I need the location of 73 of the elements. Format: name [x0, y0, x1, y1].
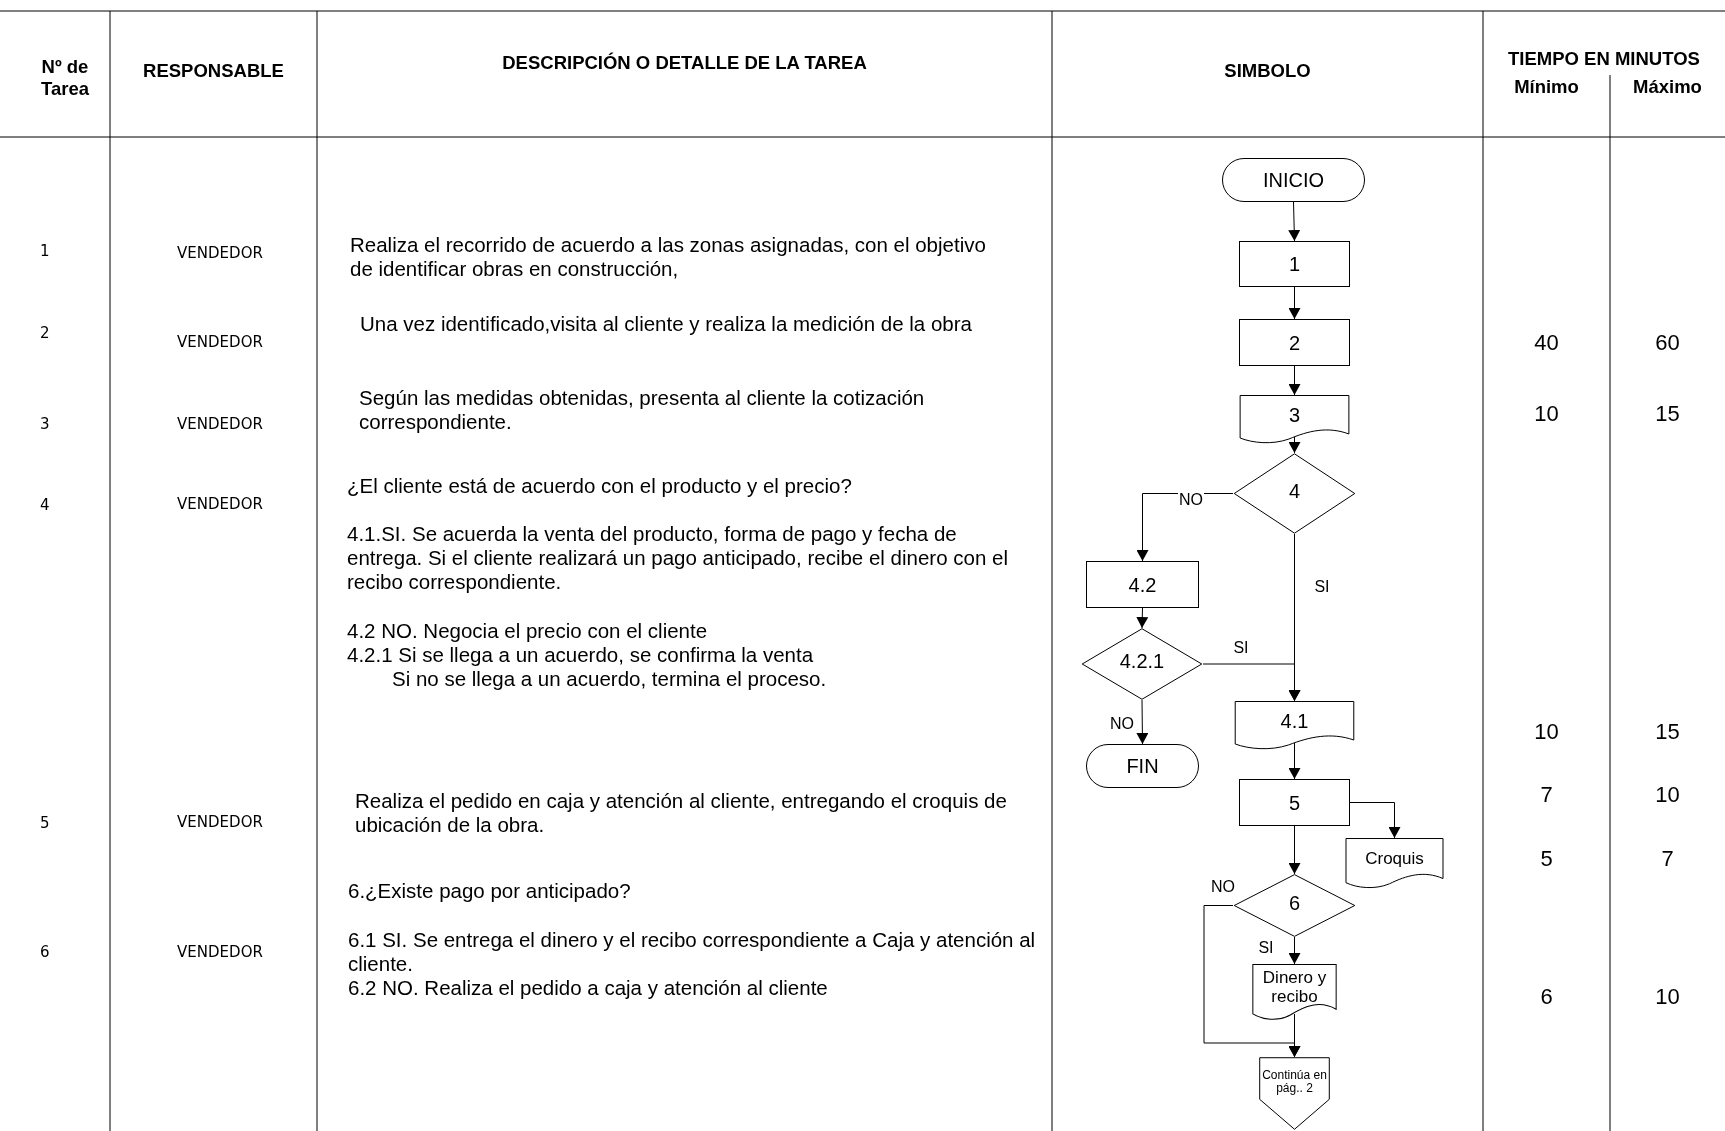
table-text: VENDEDOR: [176, 944, 264, 962]
column-header: RESPONSABLE: [142, 60, 285, 83]
arrow: [1288, 365, 1301, 396]
table-text: 1: [40, 243, 51, 261]
decision-diamond: 4.2.1: [1081, 628, 1203, 700]
arrow: [1202, 663, 1301, 702]
task-description: 4.2 NO. Negocia el precio con el cliente: [347, 619, 709, 644]
arrow: [1288, 201, 1301, 242]
edge-label: SI: [1257, 940, 1275, 956]
time-value: 10: [1654, 984, 1681, 1010]
time-value: 10: [1654, 782, 1681, 808]
process-box: 5: [1239, 779, 1350, 826]
task-description: 4.1.SI. Se acuerda la venta del producto, forma de pago y fecha de entrega. Si el cliente realizará un pago anticipado, recibe el dinero con el recibo correspondiente.: [347, 522, 1009, 595]
time-value: 15: [1654, 719, 1681, 745]
time-value: 7: [1539, 782, 1554, 808]
task-description: 6.1 SI. Se entrega el dinero y el recibo correspondiente a Caja y atención al cliente.: [348, 928, 1037, 977]
arrow: [1288, 436, 1301, 454]
process-box: 4.2: [1086, 561, 1199, 608]
table-text: VENDEDOR: [176, 334, 264, 352]
edge-label: SI: [1313, 579, 1331, 595]
edge-label: NO: [1109, 716, 1135, 732]
column-header: Nº de Tarea: [40, 56, 90, 101]
table-text: 3: [40, 416, 51, 434]
task-description: 4.2.1 Si se llega a un acuerdo, se confirma la venta: [347, 643, 815, 668]
task-description: 6.¿Existe pago por anticipado?: [348, 879, 632, 904]
off-page-connector: Continúa en pág.. 2: [1259, 1057, 1330, 1130]
decision-diamond: 6: [1233, 874, 1356, 937]
arrow: [1136, 607, 1149, 629]
task-description: 6.2 NO. Realiza el pedido a caja y atención al cliente: [348, 976, 829, 1001]
task-description: Si no se llega a un acuerdo, termina el proceso.: [392, 667, 828, 692]
time-value: 5: [1539, 846, 1554, 872]
task-description: Realiza el pedido en caja y atención al cliente, entregando el croquis de ubicación de la obra.: [355, 789, 1008, 838]
task-description: Realiza el recorrido de acuerdo a las zonas asignadas, con el objetivo de identificar obras en construcción,: [350, 233, 987, 282]
column-header: TIEMPO EN MINUTOS: [1507, 48, 1701, 71]
document-shape: 4.1: [1234, 701, 1355, 751]
arrow: [1288, 1013, 1301, 1058]
edge-label: NO: [1210, 879, 1236, 895]
task-description: Según las medidas obtenidas, presenta al cliente la cotización correspondiente.: [359, 386, 926, 435]
time-value: 6: [1539, 984, 1554, 1010]
time-value: 7: [1660, 846, 1675, 872]
table-text: VENDEDOR: [176, 496, 264, 514]
table-text: 5: [40, 815, 51, 833]
table-text: 4: [40, 497, 51, 515]
arrow: [1288, 936, 1301, 965]
arrow: [1349, 802, 1401, 839]
task-description: Una vez identificado,visita al cliente y realiza la medición de la obra: [360, 312, 973, 337]
time-value: 15: [1654, 401, 1681, 427]
process-box: 1: [1239, 241, 1350, 287]
table-text: VENDEDOR: [176, 416, 264, 434]
time-value: 40: [1533, 330, 1560, 356]
edge-label: NO: [1178, 492, 1204, 508]
table-text: VENDEDOR: [176, 814, 264, 832]
column-header: DESCRIPCIÓN O DETALLE DE LA TAREA: [501, 52, 868, 75]
arrow: [1136, 699, 1149, 745]
document-shape: Dinero y recibo: [1252, 964, 1337, 1022]
document-shape: Croquis: [1345, 838, 1444, 890]
column-header: SIMBOLO: [1223, 60, 1312, 83]
process-box: 2: [1239, 319, 1350, 366]
table-text: VENDEDOR: [176, 245, 264, 263]
time-value: 60: [1654, 330, 1681, 356]
decision-diamond: 4: [1233, 453, 1356, 534]
arrow: [1288, 742, 1301, 780]
time-value: 10: [1533, 719, 1560, 745]
task-description: ¿El cliente está de acuerdo con el producto y el precio?: [347, 474, 853, 499]
table-text: 2: [40, 325, 51, 343]
column-header: Mínimo: [1513, 76, 1580, 99]
edge-label: SI: [1232, 640, 1250, 656]
arrow: [1288, 825, 1301, 875]
column-header: Máximo: [1632, 76, 1703, 99]
arrow: [1288, 286, 1301, 320]
time-value: 10: [1533, 401, 1560, 427]
table-text: 6: [40, 944, 51, 962]
document-shape: 3: [1239, 395, 1350, 445]
